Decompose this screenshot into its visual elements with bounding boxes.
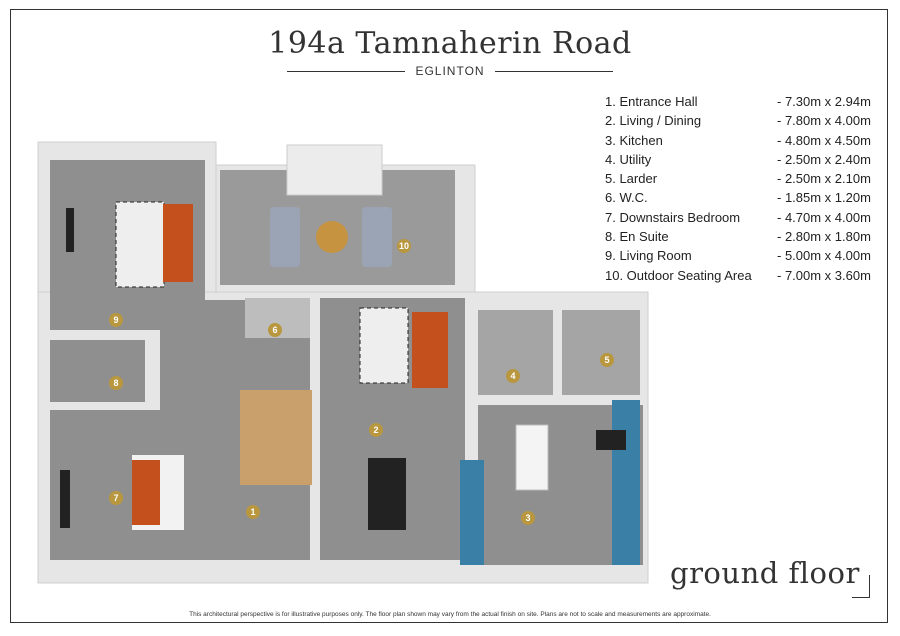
room-number-badge [600,353,614,367]
legend-row: 2. Living / Dining - 7.80m x 4.00m [605,113,881,132]
room-number-badge [109,376,123,390]
divider [287,71,405,72]
room-number: 6 [272,325,277,335]
page-frame [10,9,888,623]
legend-row: 9. Living Room - 5.00m x 4.00m [605,248,881,267]
rug [359,307,409,384]
bed-throw [132,460,160,525]
room-number: 1 [250,507,255,517]
divider [495,71,613,72]
room-number: 10 [399,241,409,251]
legend-row: 3. Kitchen - 4.80m x 4.50m [605,133,881,152]
staircase [240,390,312,485]
floor-label-bracket [852,575,870,598]
dining-table [368,458,406,530]
legend-row: 7. Downstairs Bedroom - 4.70m x 4.00m [605,210,881,229]
outdoor-fireplace [286,144,383,196]
room-name: 5. Larder [605,171,658,187]
legend-row: 4. Utility - 2.50m x 2.40m [605,152,881,171]
room-8 [50,340,145,402]
room-name: 2. Living / Dining [605,113,702,129]
room-name: 3. Kitchen [605,132,663,148]
room-number: 3 [525,513,530,523]
room-number-badge [397,239,411,253]
legend-row: 10. Outdoor Seating Area - 7.00m x 3.60m [605,268,881,287]
kitchen-island [515,424,549,491]
room-dimensions: - 2.50m x 2.10m [777,171,871,187]
room-dimensions: - 4.80m x 4.50m [777,132,871,148]
floor-label: ground floor [670,556,860,590]
room-legend: 1. Entrance Hall - 7.30m x 2.94m 2. Living… [605,94,881,287]
outdoor-table [316,221,348,253]
kitchen-cabinets [460,460,484,565]
rug [115,201,165,288]
room-name: 6. W.C. [605,190,648,206]
room-name: 4. Utility [605,151,652,167]
tv-unit [66,208,74,252]
legend-row: 5. Larder - 2.50m x 2.10m [605,171,881,190]
outdoor-sofa [270,207,300,267]
room-name: 1. Entrance Hall [605,94,698,109]
room-name: 10. Outdoor Seating Area [605,267,752,283]
range-cooker [596,430,626,450]
room-number-badge [109,313,123,327]
room-number-badge [521,511,535,525]
room-number-badge [109,491,123,505]
room-dimensions: - 4.70m x 4.00m [777,209,871,225]
room-number-badge [506,369,520,383]
legend-row: 1. Entrance Hall - 7.30m x 2.94m [605,94,881,113]
legend-row: 8. En Suite - 2.80m x 1.80m [605,229,881,248]
sofa [412,312,448,388]
outdoor-sofa [362,207,392,267]
room-dimensions: - 2.50m x 2.40m [777,151,871,167]
room-number-badge [268,323,282,337]
disclaimer: This architectural perspective is for il… [189,611,711,618]
room-dimensions: - 7.30m x 2.94m [777,94,871,109]
property-title: 194a Tamnaherin Road [268,26,632,61]
room-number: 7 [113,493,118,503]
room-dimensions: - 1.85m x 1.20m [777,190,871,206]
room-number: 4 [510,371,515,381]
legend-row: 6. W.C. - 1.85m x 1.20m [605,190,881,209]
room-number: 8 [113,378,118,388]
room-name: 7. Downstairs Bedroom [605,209,741,225]
room-number: 9 [113,315,118,325]
room-dimensions: - 5.00m x 4.00m [777,248,871,264]
room-5 [562,310,640,395]
room-number-badge [369,423,383,437]
room-name: 9. Living Room [605,248,692,264]
sofa [163,204,193,282]
property-location: EGLINTON [415,64,485,78]
room-number: 2 [373,425,378,435]
room-number: 5 [604,355,609,365]
tv-unit [60,470,70,528]
room-dimensions: - 2.80m x 1.80m [777,229,871,245]
kitchen-cabinets [612,400,640,565]
room-name: 8. En Suite [605,229,669,245]
room-number-badge [246,505,260,519]
room-dimensions: - 7.80m x 4.00m [777,113,871,129]
room-dimensions: - 7.00m x 3.60m [777,267,871,283]
